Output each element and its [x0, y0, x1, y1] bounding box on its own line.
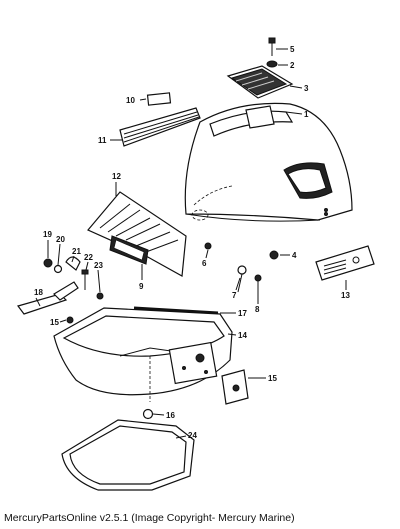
callout-18: 18: [34, 288, 43, 297]
callout-17: 17: [238, 309, 247, 318]
top-cowl-part-1: [184, 102, 353, 222]
bolt-part-8: [254, 274, 262, 300]
callout-15: 15: [268, 374, 277, 383]
callout-22: 22: [84, 253, 93, 262]
washer-part-2: [266, 60, 278, 68]
gasket-part-24: [61, 419, 195, 491]
grommet-part-15-left: [66, 316, 74, 324]
callout-19: 19: [43, 230, 52, 239]
nut-part-4: [269, 250, 279, 260]
callout-3: 3: [304, 84, 309, 93]
label-plate-part-13: [315, 245, 375, 281]
copyright-caption: MercuryPartsOnline v2.5.1 (Image Copyrig…: [4, 512, 295, 524]
screw-part-22: [81, 269, 89, 290]
callout-10: 10: [126, 96, 135, 105]
callout-7: 7: [232, 291, 237, 300]
callout-8: 8: [255, 305, 260, 314]
callout-23: 23: [94, 261, 103, 270]
clip-part-21: [65, 256, 81, 271]
callout-14: 14: [238, 331, 247, 340]
callout-21: 21: [72, 247, 81, 256]
nut-part-23: [96, 292, 104, 300]
plate-part-15: [221, 369, 249, 405]
emblem-part-9: [109, 235, 149, 265]
lever-part-18: [16, 281, 79, 315]
callout-4: 4: [292, 251, 297, 260]
callout-5: 5: [290, 45, 295, 54]
callout-12: 12: [112, 172, 121, 181]
leader-lines: [35, 48, 347, 439]
side-decal-part-11: [119, 107, 201, 147]
decal-part-10: [146, 92, 172, 106]
callout-13: 13: [341, 291, 350, 300]
callout-15-left: 15: [50, 318, 59, 327]
nut-part-19: [43, 258, 53, 268]
grommet-part-16: [142, 408, 154, 420]
grommet-part-6: [204, 242, 212, 250]
callout-2: 2: [290, 61, 295, 70]
callout-20: 20: [56, 235, 65, 244]
washer-part-20: [53, 264, 63, 274]
bottom-cowl-part-14: [53, 307, 233, 402]
callout-9: 9: [139, 282, 144, 291]
screw-part-5: [268, 37, 276, 56]
latch-part-7: [237, 265, 247, 293]
callout-6: 6: [202, 259, 207, 268]
callout-16: 16: [166, 411, 175, 420]
callout-24: 24: [188, 431, 197, 440]
callout-1: 1: [304, 110, 309, 119]
rod-part-17: [133, 306, 219, 315]
top-cover-part-3: [226, 65, 294, 99]
callout-11: 11: [98, 136, 107, 145]
